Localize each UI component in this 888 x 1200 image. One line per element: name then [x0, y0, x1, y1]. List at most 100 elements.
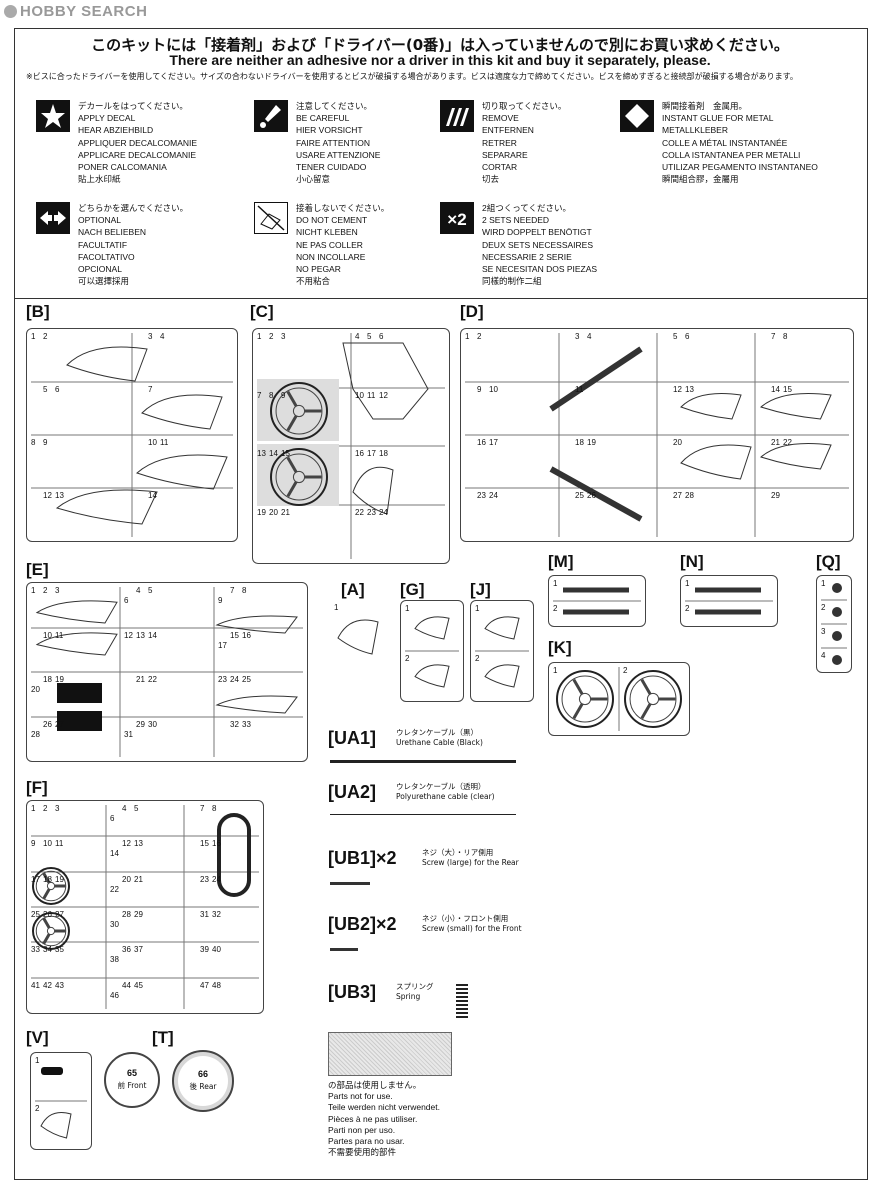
- part-number: 5: [148, 586, 153, 595]
- mirror-part: [484, 616, 520, 640]
- part-number: 37: [134, 945, 143, 954]
- part-number: 28: [122, 910, 131, 919]
- part-number: 3: [148, 332, 153, 341]
- part-number: 15: [783, 385, 792, 394]
- times-two-icon: ×2: [440, 202, 474, 234]
- part-number: 17: [367, 449, 376, 458]
- fairing-part: [66, 346, 148, 382]
- part-number: 28: [31, 730, 40, 739]
- part-number: 13: [685, 385, 694, 394]
- part-number: 15: [281, 449, 290, 458]
- part-number: 41: [31, 981, 40, 990]
- legend-line: FACOLTATIVO: [78, 251, 135, 262]
- unused-note-line: Parti non per uso.: [328, 1124, 396, 1135]
- part-number: 5: [43, 385, 48, 394]
- part-number: 5: [367, 332, 372, 341]
- part-number: 34: [43, 945, 52, 954]
- part-number: 1: [465, 332, 470, 341]
- part-number: 22: [783, 438, 792, 447]
- tree-b-runners: [31, 333, 233, 537]
- tire-part: [556, 670, 614, 728]
- part-number: 15: [230, 631, 239, 640]
- part-number: 21: [281, 508, 290, 517]
- part-number: 24: [489, 491, 498, 500]
- part-number: 11: [575, 385, 584, 394]
- part-number: 12: [673, 385, 682, 394]
- extra-part-item: [UA1]ウレタンケーブル（黒）Urethane Cable (Black): [328, 728, 483, 749]
- part-number: 26: [43, 910, 52, 919]
- legend-line: UTILIZAR PEGAMENTO INSTANTANEO: [662, 162, 818, 173]
- part-number: 3: [821, 627, 826, 636]
- small-part: [832, 655, 842, 665]
- part-number: 38: [110, 955, 119, 964]
- part-number: 1: [475, 604, 480, 613]
- small-part: [832, 583, 842, 593]
- legend-line: COLLA ISTANTANEA PER METALLI: [662, 149, 801, 160]
- frame-part: [342, 342, 429, 420]
- part-number: 29: [136, 720, 145, 729]
- legend-line: SE NECESITAN DOS PIEZAS: [482, 264, 598, 275]
- tree-label-m: [M]: [548, 552, 574, 571]
- legend-line: 小心留意: [296, 174, 331, 185]
- part-number: 20: [31, 685, 40, 694]
- part-number: 7: [148, 385, 153, 394]
- part-number: 2: [553, 604, 558, 613]
- header-japanese: このキットには「接着剤」および「ドライバー(0番)」は入っていませんので別にお買…: [91, 36, 789, 54]
- unused-note-line: の部品は使用しません。: [328, 1080, 422, 1090]
- part-number: 14: [148, 631, 157, 640]
- tree-a-runners: [337, 619, 379, 655]
- part-number: 18: [575, 438, 584, 447]
- extra-part-desc: Spring: [396, 992, 421, 1001]
- part-number: 1: [35, 1056, 40, 1065]
- part-number: 22: [148, 675, 157, 684]
- part-number: 25: [31, 910, 40, 919]
- part-number: 4: [136, 586, 141, 595]
- legend-line: NO PEGAR: [296, 264, 341, 275]
- instruction-sheet-frame: [14, 28, 868, 1180]
- legend-line: BE CAREFUL: [296, 113, 350, 124]
- legend-line: デカールをはってください。: [78, 101, 188, 111]
- part-number: 29: [134, 910, 143, 919]
- tree-label-v: [V]: [26, 1028, 49, 1047]
- cable-part: [330, 760, 516, 763]
- part-number: 9: [477, 385, 482, 394]
- cowl-part: [337, 619, 379, 655]
- part-number: 1: [685, 579, 690, 588]
- part-number: 28: [685, 491, 694, 500]
- watermark: HOBBY SEARCH: [4, 3, 147, 20]
- part-number: 23: [477, 491, 486, 500]
- part-number: 1: [31, 332, 36, 341]
- legend-line: NE PAS COLLER: [296, 239, 363, 250]
- tree-label-a: [A]: [341, 580, 365, 599]
- part-number: 6: [55, 385, 60, 394]
- part-number: 4: [821, 651, 826, 660]
- part-number: 19: [55, 875, 64, 884]
- legend-line: FACULTATIF: [78, 239, 128, 250]
- extra-part-desc: Urethane Cable (Black): [396, 738, 483, 747]
- part-number: 2: [269, 332, 274, 341]
- tree-label-k: [K]: [548, 638, 572, 657]
- tree-g-runners: [405, 616, 459, 688]
- tree-j-runners: [475, 616, 529, 688]
- part-number: 1: [553, 579, 558, 588]
- caution-icon: [254, 100, 288, 132]
- radiator-part: [57, 683, 102, 703]
- legend-line: 接着しないでください。: [296, 203, 390, 213]
- swingarm-part: [549, 346, 643, 412]
- part-number: 8: [269, 391, 274, 400]
- part-number: 15: [200, 839, 209, 848]
- part-number: 10: [355, 391, 364, 400]
- brake-disc-part: [32, 912, 70, 950]
- header-note: ※ビスに合ったドライバーを使用してください。サイズの合わないドライバーを使用する…: [26, 72, 798, 81]
- part-number: 21: [771, 438, 780, 447]
- part-number: 11: [367, 391, 376, 400]
- part-number: 39: [200, 945, 209, 954]
- part-number: 7: [230, 586, 235, 595]
- part-number: 2: [821, 603, 826, 612]
- part-number: 6: [110, 814, 115, 823]
- part-number: 9: [281, 391, 286, 400]
